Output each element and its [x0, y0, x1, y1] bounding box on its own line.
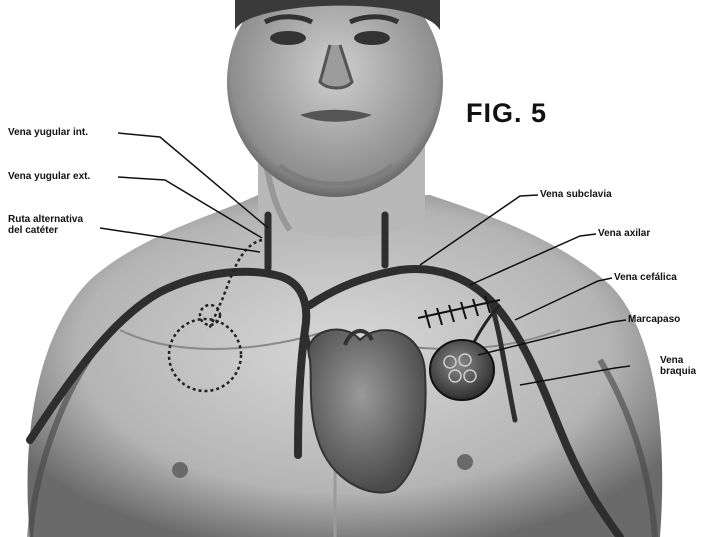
pacemaker-device [430, 340, 494, 400]
right-eye [270, 31, 306, 45]
left-nipple [457, 454, 473, 470]
label-vena-axilar: Vena axilar [598, 228, 650, 239]
label-vena-braquial: Vena braquia [660, 355, 696, 377]
left-eye [354, 31, 390, 45]
label-vena-cefalica: Vena cefálica [614, 272, 677, 283]
figure-title: FIG. 5 [466, 98, 547, 129]
label-ruta-alternativa: Ruta alternativa del catéter [8, 214, 83, 236]
label-marcapaso: Marcapaso [628, 314, 680, 325]
label-vena-yugular-ext: Vena yugular ext. [8, 171, 90, 182]
label-vena-subclavia: Vena subclavia [540, 189, 612, 200]
right-nipple [172, 462, 188, 478]
label-vena-yugular-int: Vena yugular int. [8, 127, 88, 138]
